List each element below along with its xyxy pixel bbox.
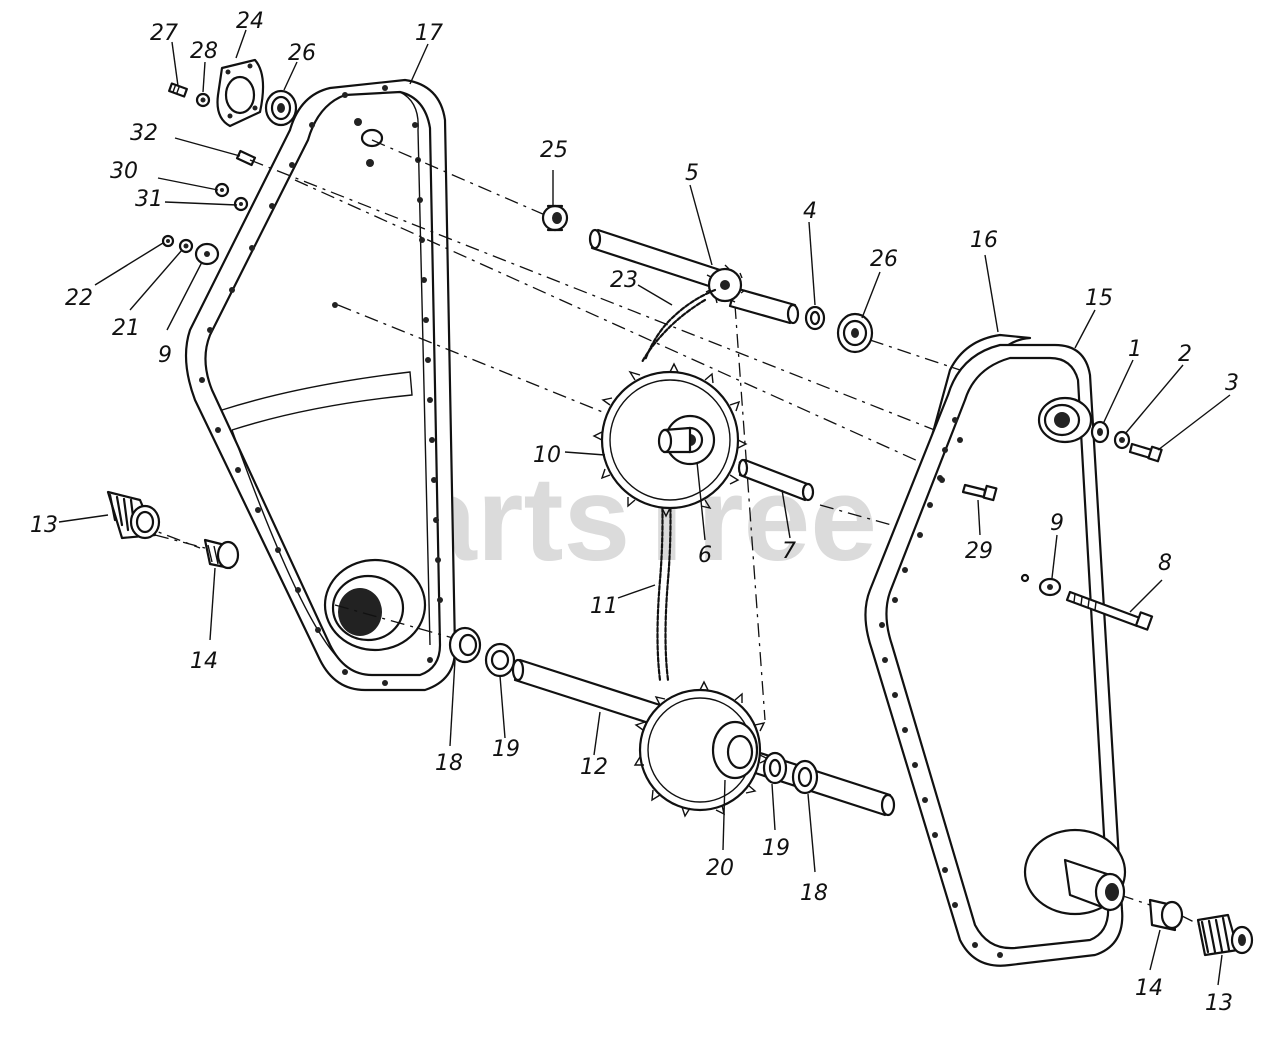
part-26-bearing-right — [836, 312, 874, 354]
label-part-18-left: 18 — [435, 751, 463, 776]
part-20-lower-sprocket — [633, 680, 770, 818]
right-housing-bolt-holes — [879, 417, 1003, 958]
label-part-9-right: 9 — [1050, 511, 1064, 536]
label-part-11: 11 — [590, 594, 618, 619]
label-part-16: 16 — [970, 228, 998, 253]
part-2-lock-washer — [1113, 430, 1131, 450]
left-housing-bolt-holes — [199, 85, 443, 686]
label-part-13-right: 13 — [1205, 991, 1233, 1016]
label-part-23: 23 — [610, 268, 638, 293]
part-19-washer-right — [762, 751, 788, 785]
part-25-bushing — [541, 204, 569, 232]
label-part-19-left: 19 — [492, 737, 520, 762]
right-housing-upper-boss — [1037, 396, 1093, 444]
label-part-32: 32 — [130, 121, 158, 146]
part-8-long-bolt — [1065, 590, 1154, 631]
label-part-28: 28 — [190, 39, 218, 64]
label-part-31: 31 — [135, 187, 163, 212]
label-part-30: 30 — [110, 159, 138, 184]
part-4-washer — [804, 305, 826, 331]
label-part-21: 21 — [112, 316, 140, 341]
label-part-17: 17 — [415, 21, 443, 46]
label-part-2: 2 — [1178, 342, 1192, 367]
part-19-washer-left — [484, 642, 516, 678]
label-part-6: 6 — [698, 543, 712, 568]
label-part-14-left: 14 — [190, 649, 218, 674]
label-part-13-left: 13 — [30, 513, 58, 538]
part-number-labels: 27 28 24 26 17 32 30 31 22 21 9 25 5 4 2… — [30, 9, 1239, 1016]
part-5-upper-shaft — [588, 228, 800, 325]
label-part-9-left: 9 — [158, 343, 172, 368]
label-part-1: 1 — [1128, 337, 1142, 362]
label-part-26-right: 26 — [870, 247, 898, 272]
label-part-22: 22 — [65, 286, 93, 311]
label-part-5: 5 — [685, 161, 699, 186]
part-3-bolt — [1128, 442, 1163, 463]
label-part-19-right: 19 — [762, 836, 790, 861]
upper-bearing-retainer-group — [168, 58, 298, 128]
label-part-7: 7 — [782, 539, 796, 564]
part-9-washer-right — [1020, 573, 1062, 597]
part-14-bushing-right — [1148, 898, 1184, 932]
label-part-29: 29 — [965, 539, 993, 564]
right-chain-case-housing — [864, 333, 1127, 967]
left-chain-case-housing — [184, 78, 457, 692]
part-13-hub-cap-left — [106, 490, 161, 540]
leader-lines — [58, 29, 1231, 986]
label-part-18-right: 18 — [800, 881, 828, 906]
label-part-8: 8 — [1158, 551, 1172, 576]
part-13-hub-cap-right — [1196, 913, 1254, 957]
left-housing-lower-boss — [323, 558, 427, 652]
part-14-bushing-left — [203, 538, 240, 570]
label-part-4: 4 — [803, 199, 817, 224]
label-part-27: 27 — [150, 21, 178, 46]
label-part-3: 3 — [1225, 371, 1239, 396]
part-6-small-sprocket — [657, 414, 716, 466]
part-7-shaft-pin — [737, 458, 815, 502]
label-part-10: 10 — [533, 443, 561, 468]
label-part-14-right: 14 — [1135, 976, 1163, 1001]
part-23-chain-upper — [640, 288, 717, 364]
label-part-24: 24 — [236, 9, 264, 34]
label-part-15: 15 — [1085, 286, 1113, 311]
right-housing-lower-boss — [1023, 828, 1127, 916]
part-29-bolt — [961, 483, 998, 502]
label-part-20: 20 — [706, 856, 734, 881]
label-part-26: 26 — [288, 41, 316, 66]
housing-fasteners-left — [161, 149, 257, 266]
part-5-small-sprocket — [705, 264, 746, 304]
label-part-12: 12 — [580, 755, 608, 780]
label-part-25: 25 — [540, 138, 568, 163]
part-18-spacer-left — [448, 626, 482, 664]
part-18-spacer-right — [791, 759, 819, 795]
part-1-washer — [1090, 420, 1110, 444]
